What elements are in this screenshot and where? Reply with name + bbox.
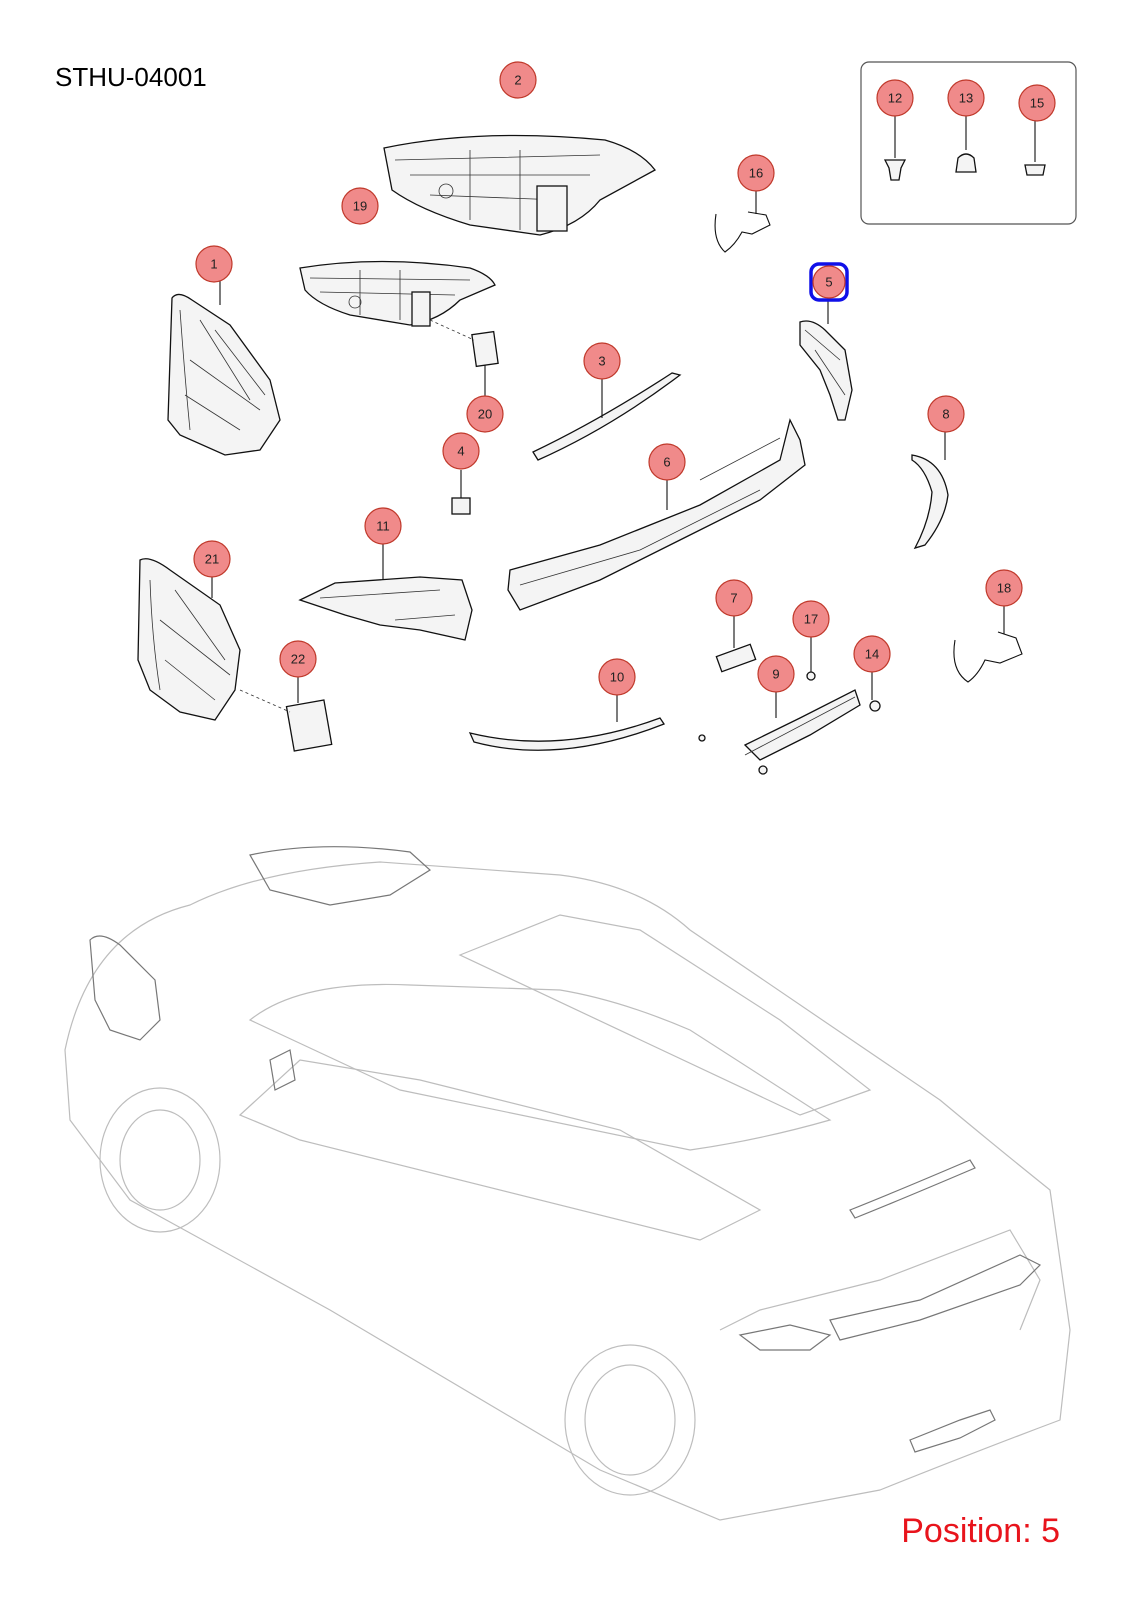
- part-18-harness[interactable]: [953, 605, 1023, 683]
- callout-9[interactable]: 9: [757, 655, 795, 693]
- svg-text:12: 12: [888, 91, 902, 106]
- callout-16[interactable]: 16: [737, 154, 775, 192]
- callout-7[interactable]: 7: [715, 579, 753, 617]
- part-6-tailgate-trim[interactable]: [507, 418, 806, 611]
- part-22-module[interactable]: [239, 675, 333, 752]
- callout-20[interactable]: 20: [466, 395, 504, 433]
- callout-4[interactable]: 4: [442, 432, 480, 470]
- svg-text:2: 2: [514, 73, 521, 88]
- fasteners-inset-box: [860, 61, 1077, 225]
- part-8-side-trim[interactable]: [911, 432, 949, 550]
- part-5-trim[interactable]: [799, 300, 853, 421]
- part-1-headlamp[interactable]: [167, 280, 281, 456]
- svg-text:3: 3: [598, 354, 605, 369]
- callout-12[interactable]: 12: [876, 79, 914, 117]
- callout-8[interactable]: 8: [927, 395, 965, 433]
- svg-text:11: 11: [376, 519, 390, 534]
- svg-text:20: 20: [478, 407, 492, 422]
- svg-text:4: 4: [457, 444, 464, 459]
- part-20-module[interactable]: [429, 319, 499, 398]
- part-14-nut[interactable]: [869, 670, 881, 712]
- part-21-headlamp[interactable]: [137, 558, 241, 721]
- callout-2[interactable]: 2: [499, 61, 537, 99]
- callout-1[interactable]: 1: [195, 245, 233, 283]
- svg-text:8: 8: [942, 407, 949, 422]
- callout-17[interactable]: 17: [792, 600, 830, 638]
- svg-text:5: 5: [825, 275, 832, 290]
- part-15-fastener[interactable]: [1024, 120, 1046, 176]
- callout-14[interactable]: 14: [853, 635, 891, 673]
- position-label: Position: 5: [901, 1512, 1060, 1550]
- diagram-code: STHU-04001: [55, 62, 207, 92]
- svg-text:22: 22: [291, 652, 305, 667]
- part-2-headlamp[interactable]: [383, 134, 656, 236]
- svg-text:14: 14: [865, 647, 879, 662]
- callout-5[interactable]: 5: [812, 265, 846, 299]
- svg-text:1: 1: [210, 257, 217, 272]
- part-19-headlamp[interactable]: [299, 260, 496, 327]
- part-4-connector[interactable]: [451, 470, 471, 515]
- part-17-screw[interactable]: [806, 636, 816, 681]
- callout-21[interactable]: 21: [193, 540, 231, 578]
- callout-6[interactable]: 6: [648, 443, 686, 481]
- callout-13[interactable]: 13: [947, 79, 985, 117]
- svg-text:15: 15: [1030, 96, 1044, 111]
- part-12-fastener[interactable]: [883, 115, 907, 181]
- svg-text:7: 7: [730, 591, 737, 606]
- callout-15[interactable]: 15: [1018, 84, 1056, 122]
- callout-11[interactable]: 11: [364, 507, 402, 545]
- svg-text:21: 21: [205, 552, 219, 567]
- callout-10[interactable]: 10: [598, 658, 636, 696]
- part-9-brake-light[interactable]: [698, 689, 861, 775]
- callout-3[interactable]: 3: [583, 342, 621, 380]
- callout-18[interactable]: 18: [985, 569, 1023, 607]
- part-10-trim-strip[interactable]: [468, 694, 665, 751]
- vehicle-overview: [64, 846, 1071, 1521]
- svg-text:16: 16: [749, 166, 763, 181]
- part-11-tail-lamp[interactable]: [298, 542, 473, 641]
- callout-19[interactable]: 19: [341, 187, 379, 225]
- part-3-light-strip[interactable]: [532, 372, 682, 461]
- svg-text:18: 18: [997, 581, 1011, 596]
- part-13-fastener[interactable]: [955, 115, 977, 173]
- svg-text:6: 6: [663, 455, 670, 470]
- callout-22[interactable]: 22: [279, 640, 317, 678]
- svg-text:17: 17: [804, 612, 818, 627]
- selected-callout-highlight: [809, 262, 849, 302]
- part-7-clip[interactable]: [715, 615, 757, 673]
- svg-text:9: 9: [772, 667, 779, 682]
- part-16-harness[interactable]: [714, 190, 771, 253]
- svg-text:13: 13: [959, 91, 973, 106]
- svg-text:10: 10: [610, 670, 624, 685]
- svg-text:19: 19: [353, 199, 367, 214]
